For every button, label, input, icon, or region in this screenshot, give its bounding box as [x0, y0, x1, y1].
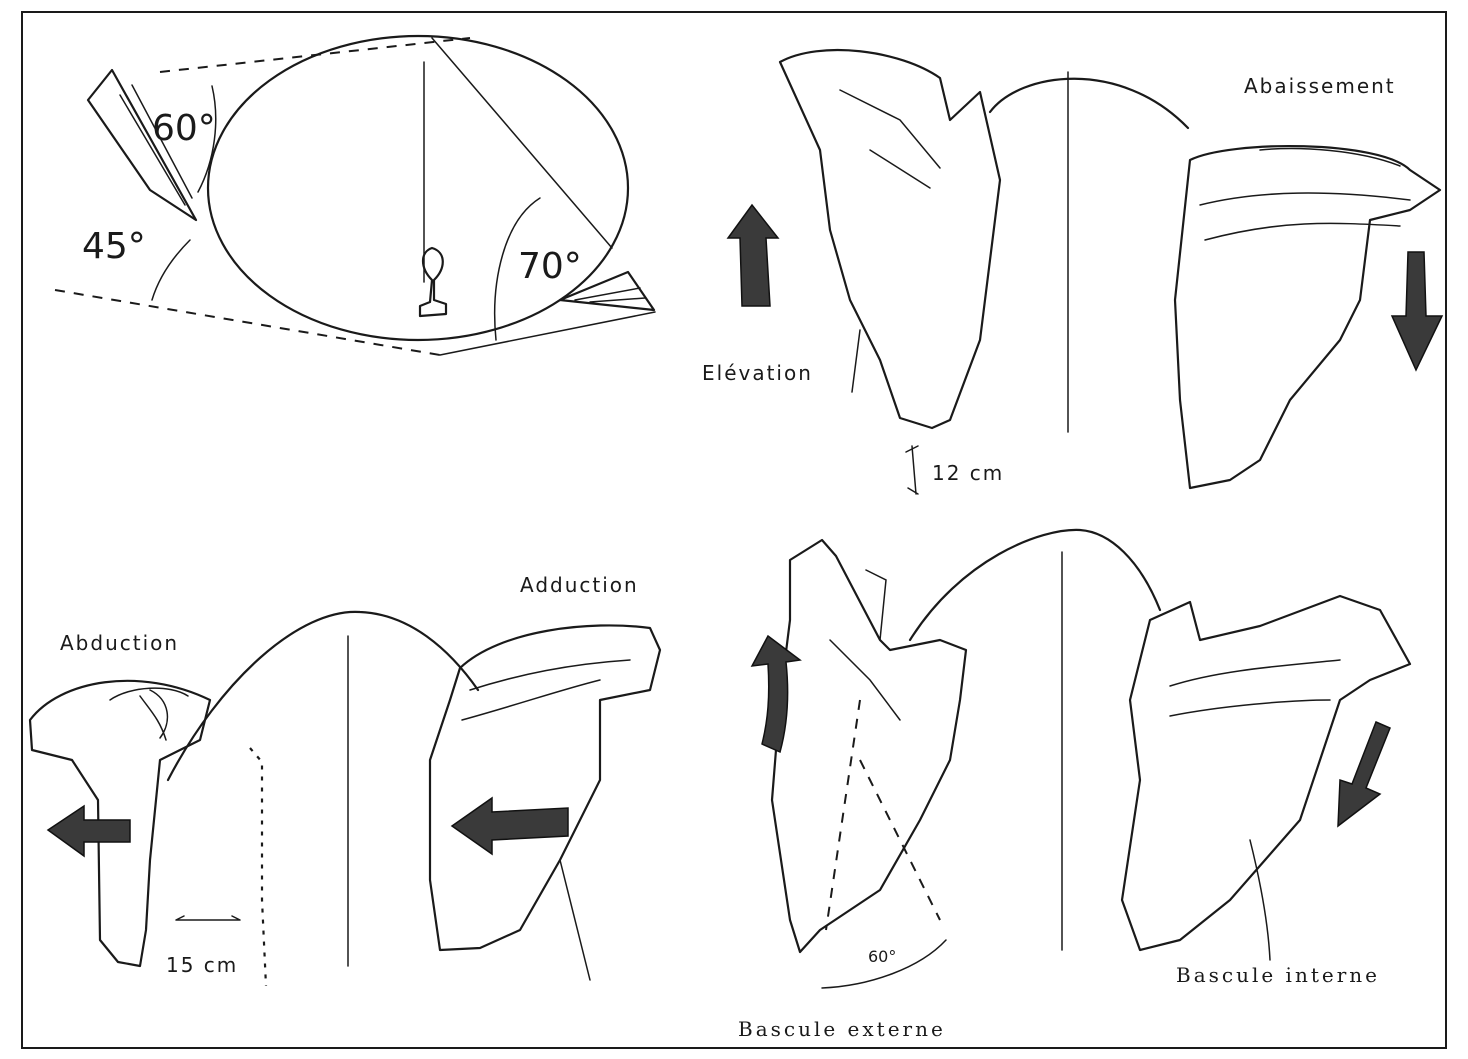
scapula-abducted-details [110, 688, 188, 740]
internal-tilt-arrow-icon [1338, 722, 1390, 826]
external-tilt-label: Bascule externe [738, 1017, 946, 1041]
figure-frame [22, 12, 1446, 1048]
thorax-arc-bottom-right [910, 530, 1160, 640]
scapula-depressed-details [1200, 149, 1410, 240]
scapula-elevated-details [840, 90, 940, 392]
thorax-arc-top [990, 79, 1188, 128]
arc-45 [152, 240, 190, 300]
distance-marker-12 [906, 446, 918, 494]
elevation-label: Elévation [702, 361, 813, 385]
scapula-external-tilt [772, 540, 966, 952]
elevation-arrow-icon [728, 205, 778, 306]
scapula-adducted [430, 625, 660, 950]
panel-abduction-adduction: Abduction Adduction 15 cm [30, 573, 660, 986]
adduction-arrow-icon [452, 798, 568, 854]
scapula-plane-line [432, 38, 612, 248]
previous-position-dotted [250, 748, 266, 986]
adduction-label: Adduction [520, 573, 639, 597]
distance-12-label: 12 cm [932, 461, 1004, 485]
right-plane-line [440, 312, 655, 355]
scapula-elevated [780, 50, 1000, 428]
panel-elevation-depression: Elévation Abaissement 12 cm [702, 50, 1442, 494]
distance-15-label: 15 cm [166, 953, 238, 977]
depression-arrow-icon [1392, 252, 1442, 370]
external-tilt-arrow-icon [752, 636, 800, 752]
panel-rotation: 60° Bascule interne Bascule externe [738, 530, 1410, 1041]
angle-45-label: 45° [82, 226, 146, 267]
scapula-external-tilt-details [830, 570, 900, 720]
panel-thorax-angles: 60° 45° 70° [55, 36, 655, 355]
scapula-internal-tilt-details [1170, 660, 1340, 960]
angle-70-label: 70° [518, 246, 582, 287]
internal-tilt-label: Bascule interne [1176, 963, 1380, 987]
distance-marker-15 [176, 916, 240, 920]
frontal-plane-line [55, 290, 440, 355]
rotation-60-label: 60° [868, 947, 896, 966]
thorax-outline [208, 36, 628, 340]
angle-60-label: 60° [152, 108, 216, 149]
abduction-label: Abduction [60, 631, 179, 655]
depression-label: Abaissement [1244, 74, 1396, 98]
abduction-arrow-icon [48, 806, 130, 856]
